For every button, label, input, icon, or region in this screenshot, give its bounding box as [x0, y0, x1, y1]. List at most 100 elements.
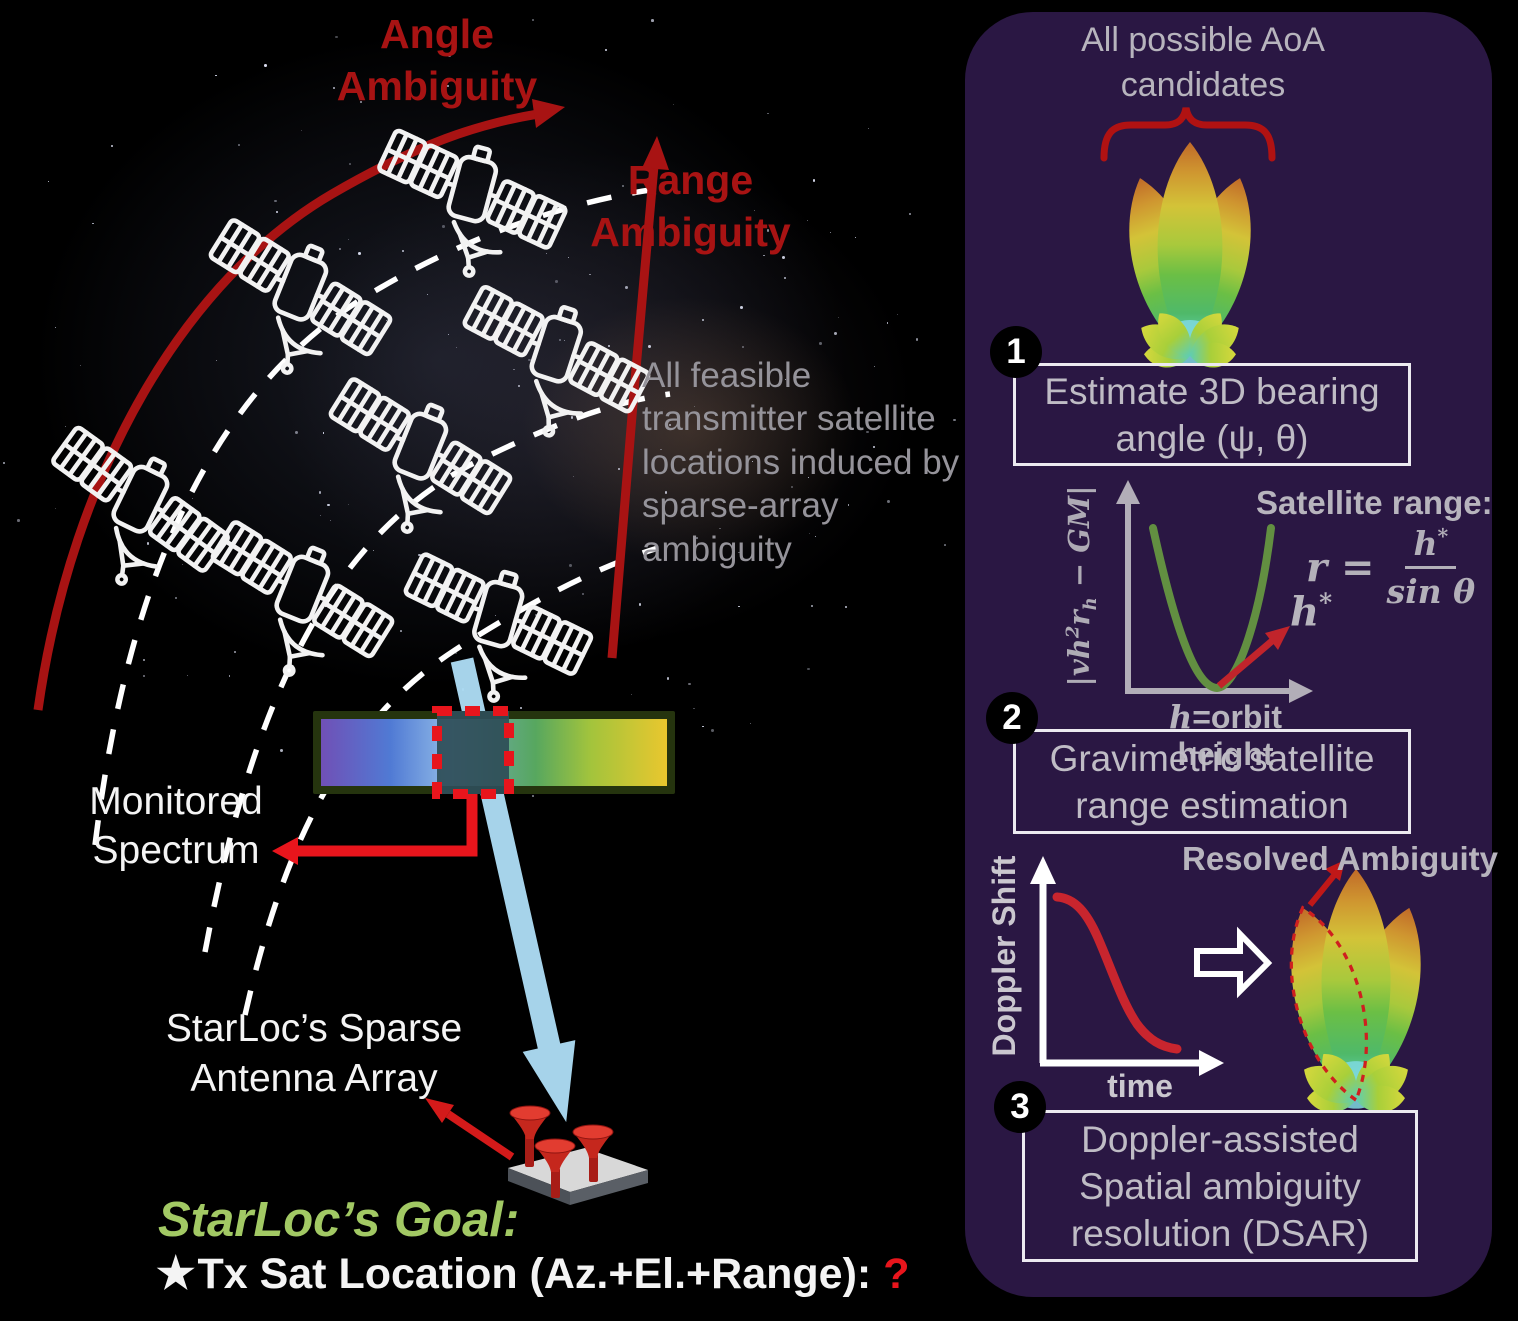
star-dot	[567, 256, 569, 259]
star-dot	[569, 563, 572, 567]
star-dot	[693, 708, 695, 710]
star-dot	[651, 19, 654, 22]
star-dot	[668, 423, 671, 427]
doppler-plot	[1030, 856, 1224, 1076]
star-dot	[174, 596, 178, 600]
star-dot	[688, 682, 691, 686]
beam-pattern-resolved	[1272, 860, 1440, 1114]
goal-statement: ★Tx Sat Location (Az.+El.+Range):?	[156, 1248, 910, 1299]
star-dot	[814, 535, 817, 538]
step-box-3: Doppler-assisted Spatial ambiguity resol…	[1022, 1110, 1418, 1262]
star-dot	[301, 130, 303, 132]
star-dot	[332, 86, 335, 89]
star-dot	[274, 199, 278, 203]
star-dot	[944, 544, 946, 546]
star-dot	[838, 316, 840, 318]
feasible-locations-note: All feasible transmitter satellite locat…	[642, 356, 960, 569]
star-dot	[807, 476, 809, 478]
star-dot	[844, 605, 848, 609]
star-dot	[400, 630, 402, 632]
monitored-band-highlight	[437, 711, 509, 794]
star-dot	[783, 276, 786, 279]
star-dot	[763, 254, 765, 257]
satellite-icon	[178, 212, 406, 406]
star-dot	[359, 101, 362, 103]
star-dot	[494, 614, 497, 617]
star-dot	[335, 35, 338, 39]
star-dot	[702, 725, 704, 728]
star-dot	[855, 236, 857, 238]
antenna-platform	[508, 1148, 648, 1192]
star-dot	[532, 19, 535, 22]
resolved-arrow	[1325, 860, 1345, 881]
star-dot	[754, 209, 756, 211]
star-dot	[448, 334, 450, 335]
horn-antenna-icon	[534, 1138, 576, 1198]
antenna-array-label: StarLoc’s Sparse Antenna Array	[165, 1007, 463, 1100]
satellite-icon	[298, 371, 526, 565]
monitored-spectrum-arrow	[272, 794, 478, 865]
star-dot	[513, 368, 516, 371]
star-dot	[215, 359, 218, 361]
star-dot	[532, 795, 534, 798]
goal-text: Tx Sat Location (Az.+El.+Range):	[197, 1250, 872, 1298]
star-dot	[738, 605, 740, 607]
star-dot	[275, 210, 278, 213]
antenna-pointer-arrow	[425, 1098, 515, 1161]
star-dot	[55, 507, 56, 509]
step-badge-1: 1	[990, 326, 1042, 378]
range-formula: r = h* sin θ	[1306, 524, 1476, 611]
star-dot	[426, 293, 429, 296]
star-dot	[872, 445, 875, 448]
gravimetric-ylabel: |vh2rh − GM|	[1062, 485, 1101, 687]
star-dot	[330, 519, 332, 521]
resolved-lobe-outline	[1289, 905, 1368, 1103]
starfield-background	[0, 0, 1000, 800]
star-dot	[808, 532, 811, 535]
star-dot	[482, 92, 486, 96]
star-dot	[782, 255, 786, 259]
star-dot	[664, 491, 668, 494]
star-dot	[455, 347, 457, 349]
star-dot	[784, 378, 786, 381]
doppler-shift-ylabel: Doppler Shift	[986, 855, 1022, 1057]
star-dot	[806, 220, 808, 222]
star-dot	[402, 249, 405, 252]
star-dot	[17, 519, 20, 522]
star-dot	[234, 651, 236, 653]
satellite-constellation	[15, 123, 661, 726]
star-dot	[886, 499, 890, 503]
star-dot	[187, 674, 189, 676]
star-dot	[418, 554, 421, 557]
angle-ambiguity-arrow	[33, 99, 565, 711]
star-dot	[48, 181, 50, 183]
star-icon: ★	[156, 1249, 196, 1298]
star-dot	[280, 748, 284, 752]
star-dot	[570, 415, 574, 419]
star-dot	[810, 604, 813, 607]
star-dot	[386, 320, 388, 322]
star-dot	[638, 603, 642, 606]
star-dot	[554, 279, 558, 283]
star-dot	[750, 722, 752, 725]
star-dot	[719, 527, 722, 530]
star-dot	[110, 144, 114, 148]
star-dot	[673, 104, 675, 106]
star-dot	[886, 322, 889, 325]
satellite-icon	[356, 123, 576, 300]
star-dot	[448, 54, 451, 57]
star-dot	[146, 542, 150, 545]
time-xlabel: time	[1107, 1068, 1173, 1104]
angle-ambiguity-label: Angle Ambiguity	[336, 11, 538, 110]
star-dot	[64, 425, 67, 428]
star-dot	[372, 549, 375, 552]
horn-antenna-icon	[572, 1124, 614, 1182]
star-dot	[476, 334, 478, 336]
spectrum-bar	[313, 706, 675, 799]
star-dot	[617, 467, 620, 471]
star-dot	[909, 212, 912, 216]
satellite-icon	[15, 419, 246, 622]
step-badge-2: 2	[986, 692, 1038, 744]
